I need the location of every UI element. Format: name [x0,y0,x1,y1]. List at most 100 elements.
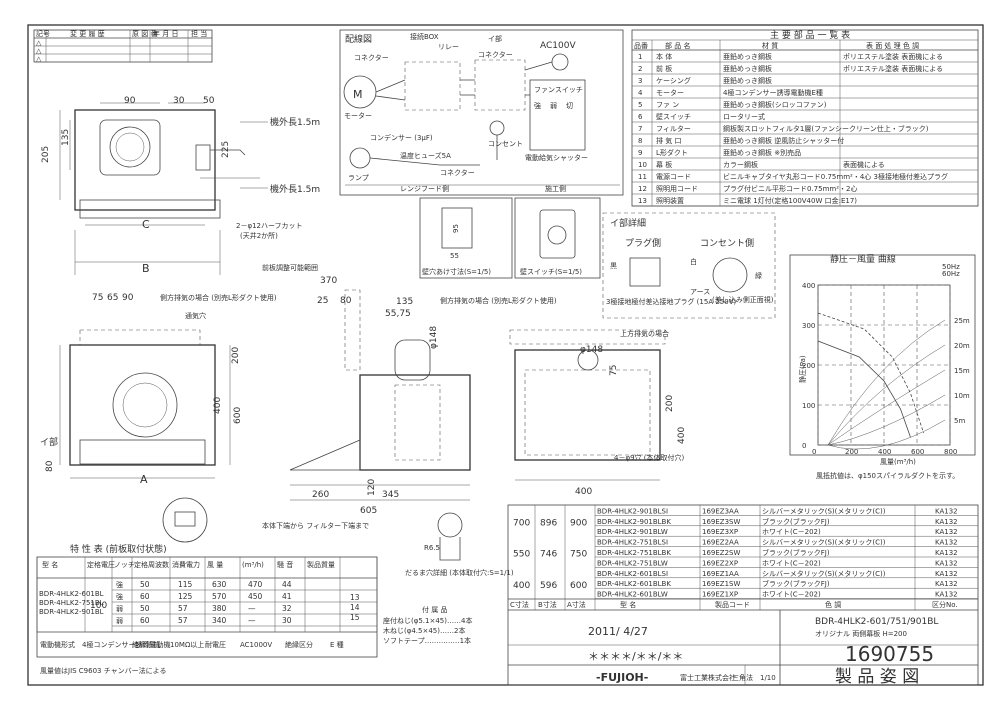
curve-series-60Hz [817,312,924,434]
wiring-capacitor: コンデンサー (3μF) [370,133,433,142]
sw-strong: 強 [534,102,541,110]
parts-finish: 表面機による [843,160,885,169]
duct-label: 20m [954,342,970,350]
rev-h2: 原 図 番 [132,30,157,38]
parts-name: 照明用コード [656,185,698,193]
spec-notch: 弱 [116,605,123,613]
half-cut-note: 2－φ12ハーフカット [236,222,303,230]
spec-noise: 41 [282,592,292,601]
drawing-title: 製 品 姿 図 [835,667,919,687]
spec-noise: 30 [282,616,292,625]
accessories: 付 属 品 座付ねじ(φ5.1×45)……4本 木ねじ(φ4.5×45)……2本… [383,605,472,645]
parts-h2: 材 質 [762,41,778,50]
parts-name: ファ ン [656,101,679,109]
parts-material: 亜鉛めっき鋼板(シロッコファン) [723,100,827,109]
duct-resistance-line [827,369,946,446]
range-side: レンジフード側 [400,184,449,193]
wire-white: 白 [690,257,697,266]
top-plan-view: 90 30 50 205 135 225 C B 機外長1.5m 機外長1.5m… [41,96,320,275]
model-color: ホワイト(C－202) [762,528,821,536]
model-kubun: KA132 [935,580,958,588]
wiring-diagram: 配線図 接続BOX リレー イ部 コネクター コネクター AC100V M モー… [339,29,624,196]
model-kubun: KA132 [935,559,958,567]
right-view: φ148 75 200 400 400 上方排気の場合 4－φ9穴 (本体取付穴… [509,329,687,497]
dim-B: B [142,262,150,275]
parts-material: 亜鉛めっき鋼板 逆風防止シャッター付 [723,136,844,145]
model-color: ホワイト(C－202) [762,559,821,567]
model-head: 型 名 [620,600,636,609]
parts-name: 幕 板 [656,160,672,169]
model-code: 169EZ2AA [702,539,739,547]
spec-hz: 50 [140,580,150,589]
fujioh-logo: -FUJIOH- [596,671,648,684]
curve-ytick: 200 [802,362,815,370]
curve-ytick: 0 [802,442,806,450]
model-color: ホワイト(C－202) [762,591,821,599]
parts-h3: 表 面 処 理 色 調 [866,41,919,50]
spec-watt: 57 [178,616,188,625]
curve-xtick: 0 [812,448,816,456]
model-kubun: KA132 [935,528,958,536]
model-name: BDR-4HLK2-751BLSI [597,539,668,547]
parts-finish: ポリエステル塗装 表面機による [843,52,943,61]
wiring-ac: AC100V [540,41,576,51]
model-head: 色 調 [825,600,841,609]
front-90: 90 [122,293,134,303]
model-b: 596 [540,581,557,591]
spec-watt: 115 [178,580,193,589]
parts-h1: 部 品 名 [665,41,690,50]
rev-mark-2: △ [36,47,42,55]
model-code: 169EZ1SW [702,580,740,588]
duct-label: 15m [954,367,970,375]
model-head: B寸法 [538,600,557,609]
model-a: 600 [570,581,587,591]
right-200: 200 [665,395,675,412]
parts-no: 9 [638,149,642,157]
spec-watt: 125 [178,592,193,601]
curve-60hz: 60Hz [942,270,960,278]
outlet-side: コンセント側 [700,237,754,249]
dim-135: 135 [61,129,71,146]
parts-material: ビニルキャブタイヤ丸形コード0.75mm²・4心 3極接地極付差込プラグ [723,172,948,181]
title-stars: ＊＊＊＊/＊＊/＊＊ [588,650,683,663]
model-head: 区分No. [932,600,958,609]
parts-material: プラグ付ビニル平形コード0.75mm²・2心 [723,184,857,193]
duct-resistance-line [827,344,946,446]
front-75: 75 [92,293,103,303]
sw-off: 切 [566,102,573,110]
right-75: 75 [609,365,619,376]
drawing-border [27,24,984,686]
dim-225: 225 [221,141,231,158]
parts-name: 電源コード [656,172,691,181]
model-kubun: KA132 [935,570,958,578]
model-kubun: KA132 [935,539,958,547]
model-code: 169EZ2XP [702,559,738,567]
front-65: 65 [107,293,118,303]
mount-detail: R6.5 だるま穴詳細 (本体取付穴:S=1/1) [405,512,514,577]
plug-note: 3極接地極付差込接地プラグ (15A 250V) [606,297,736,306]
rev-h4: 担 当 [191,29,207,38]
parts-material: 亜鉛めっき鋼板 [723,52,772,61]
wall-switch-label: 壁スイッチ(S=1/5) [520,267,582,276]
parts-name: 排 気 口 [656,136,681,145]
wiring-outlet: コンセント [488,140,523,148]
title-date: 2011/ 4/27 [588,625,648,638]
spec-model: BDR-4HLK2-751BL [39,599,104,607]
front-view: 75 65 90 200 600 400 80 A イ部 側方排気の場合 (別売… [40,293,277,543]
wiring-connector-2: コネクター [478,50,513,59]
model-name: BDR-4HLK2-901BLSI [597,507,668,515]
curve-xlabel: 風量(m³/h) [880,458,916,466]
model-kubun: KA132 [935,591,958,599]
side-135: 135 [396,297,413,307]
model-a: 750 [570,550,587,560]
spec-header: 製品質量 [307,560,335,569]
rev-h1: 変 更 履 歴 [70,29,105,38]
spec-mass: 15 [350,613,360,622]
front-lateral: 側方排気の場合 (別売L形ダクト使用) [160,293,277,302]
model-head: C寸法 [510,600,529,609]
spec-hz: 60 [140,592,150,601]
parts-finish: ポリエステル塗装 表面機による [843,64,943,73]
spec-flow0: 380 [212,604,227,613]
